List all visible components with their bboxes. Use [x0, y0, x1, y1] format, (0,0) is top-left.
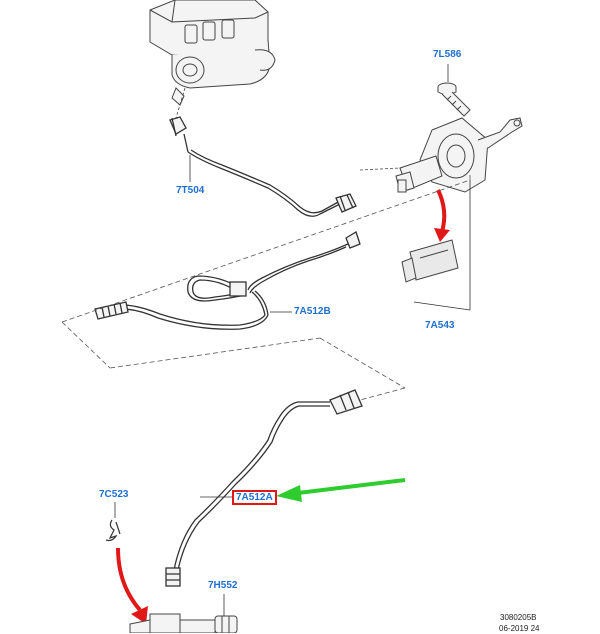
green-arrow: [276, 478, 406, 502]
callout-7H552: 7H552: [208, 580, 238, 591]
upper-zone-outline: [61, 179, 471, 369]
bolt-7L586-illustration: [437, 82, 471, 117]
master-cylinder-illustration: [149, 0, 276, 106]
red-arrow-clip: [116, 547, 148, 624]
callout-7T504: 7T504: [176, 185, 205, 196]
fitting-7H552-illustration: [129, 613, 238, 633]
sensor-plug-illustration: [401, 239, 459, 283]
diagram-date: 06-2019 24: [499, 624, 540, 633]
leader-dashed-slave: [359, 167, 401, 171]
pipe-7A512B-illustration: [94, 231, 361, 330]
red-arrow-sensor: [434, 189, 450, 242]
lower-zone-outline: [319, 337, 406, 401]
callout-7L586: 7L586: [433, 49, 462, 60]
leader-slave-cylinder: [413, 180, 471, 311]
pipe-7T504-illustration: [169, 116, 357, 217]
callout-7A512B: 7A512B: [294, 306, 331, 317]
leader-master-to-pipe: [175, 87, 186, 119]
callout-7A543: 7A543: [425, 320, 455, 331]
clip-7C523-illustration: [105, 519, 121, 542]
callout-7A512A: 7A512A: [232, 490, 277, 505]
pipe-7A512A-illustration: [165, 389, 363, 587]
slave-cylinder-illustration: [395, 117, 523, 193]
callout-7C523: 7C523: [99, 489, 129, 500]
diagram-code: 3080205B: [500, 613, 537, 622]
